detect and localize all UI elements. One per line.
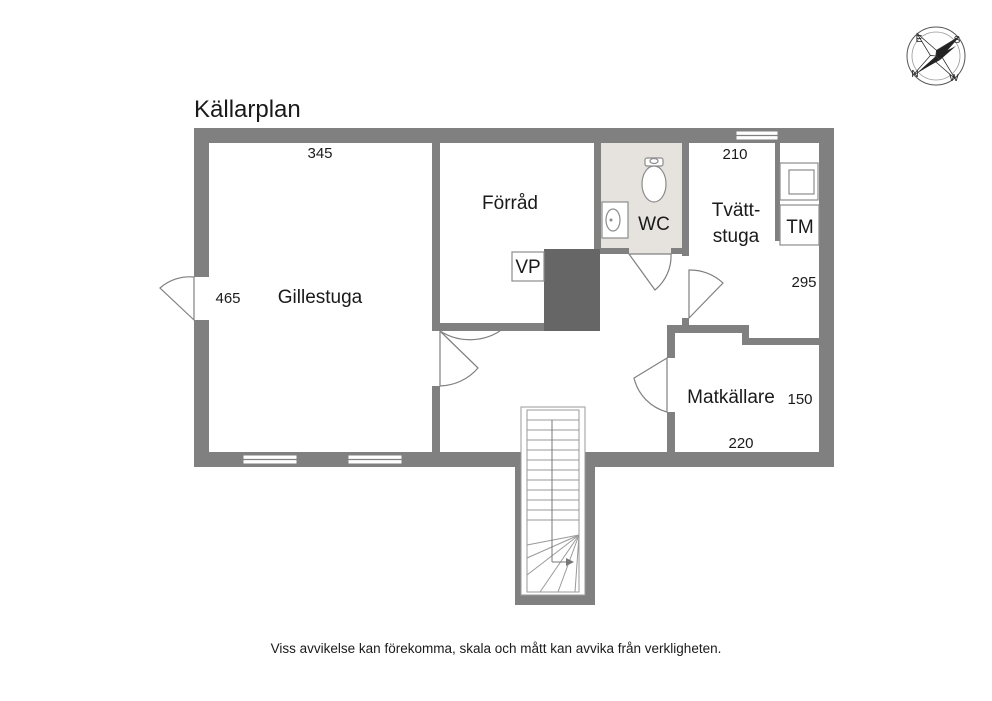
room-label-tvattstuga-line1: Tvätt- [712, 200, 761, 221]
doors[interactable] [159, 253, 724, 413]
interior-walls [432, 143, 819, 452]
dimension-matkallare-width: 220 [728, 435, 753, 452]
dimension-tvattstuga-width: 210 [722, 146, 747, 163]
stair-shaft [515, 467, 595, 605]
room-label-gillestuga: Gillestuga [278, 287, 363, 308]
utility-sink-fixture [779, 162, 819, 201]
toilet-fixture [641, 157, 667, 203]
room-label-matkallare: Matkällare [687, 387, 775, 408]
heat-pump [511, 251, 545, 282]
dimension-gillestuga-width: 345 [307, 145, 332, 162]
plan-title: Källarplan [194, 96, 301, 123]
compass-rose: N E S W [906, 26, 966, 86]
compass-west: W [949, 73, 959, 84]
room-label-forrad: Förråd [482, 193, 538, 214]
dimension-gillestuga-depth: 465 [215, 290, 240, 307]
washing-machine [779, 204, 820, 246]
dimension-tvattstuga-depth: 295 [791, 274, 816, 291]
compass-south: S [954, 35, 961, 46]
compass-east: E [916, 34, 923, 45]
room-label-tvattstuga-line2: stuga [713, 226, 760, 247]
label-tm: TM [786, 217, 813, 238]
dimension-matkallare-depth: 150 [787, 391, 812, 408]
staircase[interactable] [520, 406, 586, 596]
chimney [544, 249, 600, 331]
compass-north: N [911, 69, 918, 80]
room-label-wc: WC [638, 214, 670, 235]
disclaimer-text: Viss avvikelse kan förekomma, skala och … [270, 641, 722, 656]
label-vp: VP [515, 257, 540, 278]
windows [242, 130, 779, 465]
sink-fixture [601, 201, 629, 239]
